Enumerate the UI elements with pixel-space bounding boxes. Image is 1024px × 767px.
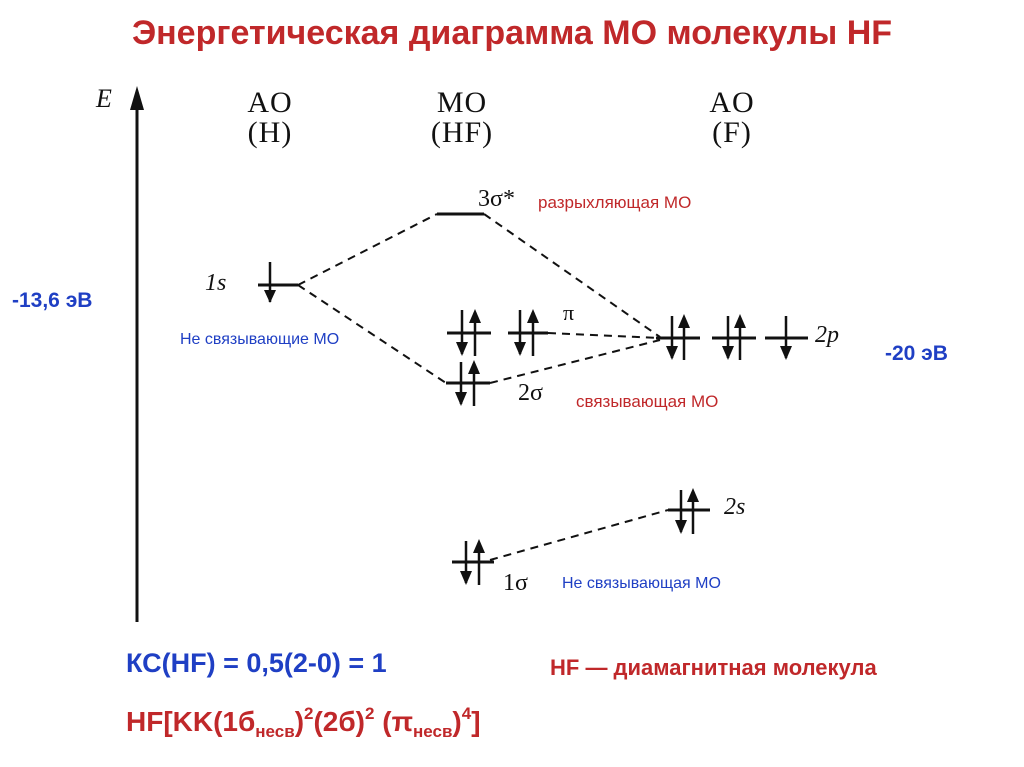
column-header-ao-f-line2: (F) [712,116,752,149]
label-h-1s: 1s [205,270,227,296]
f-2p-level-1 [656,314,700,360]
h-1s-level [258,262,298,303]
note-antibonding: разрыхляющая МО [538,193,692,212]
electron-configuration: HF[KK(1бнесв)2(2б)2 (πнесв)4] [126,704,481,742]
column-header-mo-hf-line1: MO [436,86,488,119]
config-prefix: HF[KK(1б [126,706,256,737]
config-close1: ) [294,706,305,737]
config-sup1: 2 [304,704,314,723]
label-sigma-star: 3σ* [478,186,515,212]
config-end: ] [471,706,481,737]
column-header-ao-f: AO (F) [692,88,772,148]
energy-axis-label: E [96,84,112,113]
note-bonding: связывающая МО [576,392,719,411]
pi-level-1 [447,309,491,356]
column-header-ao-h-line2: (H) [247,116,293,149]
label-sigma-2: 2σ [518,380,543,406]
note-nonbonding-pi: Не связывающие МО [180,331,340,348]
f-2s-level [668,488,710,534]
label-f-2p: 2p [815,322,839,348]
correlation-lines [297,213,669,561]
sigma-2-level [446,360,490,406]
column-header-ao-h: AO (H) [230,88,310,148]
magnetism-statement: HF — диамагнитная молекула [550,655,877,680]
energy-value-h: -13,6 эВ [12,289,93,312]
energy-value-f: -20 эВ [885,342,948,365]
bond-order-formula: КС(HF) = 0,5(2-0) = 1 [126,648,387,678]
label-f-2s: 2s [724,494,746,520]
energy-axis-arrowhead [130,86,144,110]
config-sup3: 4 [461,704,472,723]
note-nonbonding-sigma: Не связывающая МО [562,575,721,592]
page-title: Энергетическая диаграмма МО молекулы HF [131,14,893,52]
config-sub2: несв [413,722,453,741]
label-pi: π [563,300,575,325]
sigma-1-level [452,539,494,585]
config-pi-open: (π [374,706,414,737]
f-2p-level-3 [765,316,808,360]
f-2p-level-2 [712,314,756,360]
column-header-ao-f-line1: AO [709,86,755,119]
column-header-mo-hf-line2: (HF) [430,116,494,149]
column-header-ao-h-line1: AO [247,86,293,119]
config-sup2: 2 [365,704,375,723]
config-sub1: несв [255,722,295,741]
config-pi-close: ) [452,706,462,737]
label-sigma-1: 1σ [503,570,528,596]
column-header-mo-hf: MO (HF) [412,88,512,148]
pi-level-2 [508,309,548,356]
config-mid: (2б) [313,706,365,737]
